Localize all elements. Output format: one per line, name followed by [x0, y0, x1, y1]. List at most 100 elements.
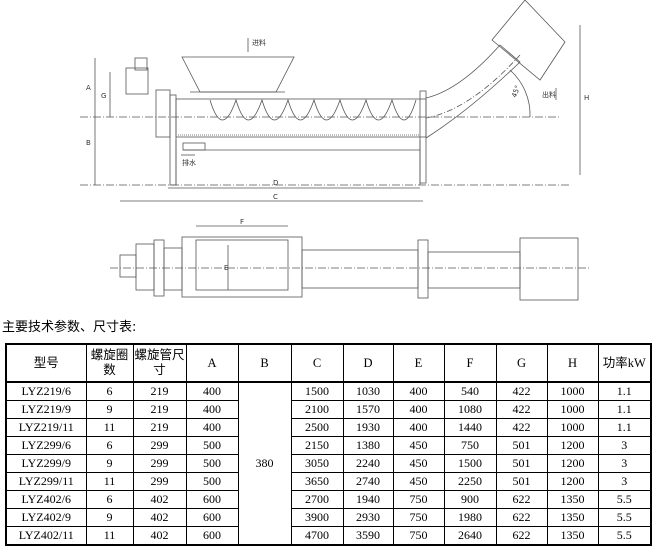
table-cell: 299 [132, 454, 187, 473]
table-cell: 400 [392, 381, 445, 401]
table-cell: 500 [185, 454, 239, 473]
table-cell: 1500 [443, 454, 497, 473]
table-cell: 1440 [443, 418, 497, 437]
table-cell: 750 [392, 526, 445, 546]
column-header: 螺旋管尺寸 [132, 343, 187, 383]
table-cell: 5.5 [597, 526, 652, 546]
table-cell: LYZ402/6 [5, 490, 87, 509]
table-cell: 2740 [342, 472, 394, 491]
table-cell: LYZ299/9 [5, 454, 87, 473]
column-header: H [546, 343, 599, 383]
dim-b-label: B [86, 139, 91, 147]
table-cell: 5.5 [597, 508, 652, 527]
table-cell: LYZ299/11 [5, 472, 87, 491]
table-cell: 1000 [546, 400, 599, 419]
table-cell: 1.1 [597, 418, 652, 437]
table-cell: 1000 [546, 381, 599, 401]
table-cell: 450 [392, 436, 445, 455]
table-cell: 4700 [290, 526, 344, 546]
table-cell: 750 [392, 490, 445, 509]
table-cell: 400 [185, 418, 239, 437]
table-cell: 299 [132, 472, 187, 491]
table-cell: 600 [185, 508, 239, 527]
table-caption: 主要技术参数、尺寸表: [2, 320, 137, 335]
b-value-cell: 380 [237, 381, 292, 546]
table-cell: 11 [85, 472, 134, 491]
table-cell: 1380 [342, 436, 394, 455]
table-cell: 3050 [290, 454, 344, 473]
table-cell: 402 [132, 490, 187, 509]
table-cell: 219 [132, 381, 187, 401]
table-cell: 1350 [546, 490, 599, 509]
table-cell: 2640 [443, 526, 497, 546]
table-cell: 500 [185, 436, 239, 455]
table-cell: 2500 [290, 418, 344, 437]
table-cell: 1930 [342, 418, 394, 437]
table-cell: 1200 [546, 472, 599, 491]
table-cell: 3590 [342, 526, 394, 546]
dim-h-label: H [584, 94, 589, 102]
table-cell: 402 [132, 508, 187, 527]
column-header: C [290, 343, 344, 383]
table-cell: 450 [392, 454, 445, 473]
table-cell: 11 [85, 526, 134, 546]
table-cell: 422 [495, 418, 548, 437]
table-cell: 1200 [546, 436, 599, 455]
table-cell: 422 [495, 400, 548, 419]
table-cell: 3 [597, 454, 652, 473]
table-cell: 1350 [546, 508, 599, 527]
table-cell: 501 [495, 472, 548, 491]
table-cell: 501 [495, 454, 548, 473]
table-cell: 750 [443, 436, 497, 455]
table-cell: 450 [392, 472, 445, 491]
table-cell: 3900 [290, 508, 344, 527]
dim-a-label: A [86, 84, 91, 92]
table-cell: 9 [85, 454, 134, 473]
table-cell: 6 [85, 436, 134, 455]
column-header: F [443, 343, 497, 383]
table-cell: 3 [597, 472, 652, 491]
table-cell: 1570 [342, 400, 394, 419]
table-cell: 1000 [546, 418, 599, 437]
drain-label: 排水 [182, 158, 196, 167]
table-cell: LYZ219/9 [5, 400, 87, 419]
feed-in-label: 进料 [252, 38, 266, 47]
table-cell: 600 [185, 490, 239, 509]
table-cell: 501 [495, 436, 548, 455]
table-cell: 6 [85, 490, 134, 509]
column-header: A [185, 343, 239, 383]
table-cell: 2100 [290, 400, 344, 419]
table-cell: 400 [392, 400, 445, 419]
top-view [110, 225, 590, 301]
table-cell: LYZ219/11 [5, 418, 87, 437]
table-cell: LYZ402/11 [5, 526, 87, 546]
table-cell: 1.1 [597, 400, 652, 419]
table-cell: 2700 [290, 490, 344, 509]
table-cell: 2240 [342, 454, 394, 473]
table-cell: 9 [85, 508, 134, 527]
dim-g-label: G [101, 92, 106, 100]
table-cell: 622 [495, 526, 548, 546]
table-cell: 400 [392, 418, 445, 437]
table-cell: 500 [185, 472, 239, 491]
table-cell: 1200 [546, 454, 599, 473]
angle-label: 45° [510, 84, 522, 98]
table-cell: 1080 [443, 400, 497, 419]
column-header: 型号 [5, 343, 87, 383]
table-cell: 422 [495, 381, 548, 401]
column-header: E [392, 343, 445, 383]
table-cell: 900 [443, 490, 497, 509]
drawing-labels: 进料 出料 排水 45° A G B D C H E F [86, 38, 589, 272]
table-cell: 1030 [342, 381, 394, 401]
table-cell: 3 [597, 436, 652, 455]
table-cell: 1.1 [597, 381, 652, 401]
screw-conveyor-drawing: 进料 出料 排水 45° A G B D C H E F [80, 0, 590, 301]
table-cell: LYZ299/6 [5, 436, 87, 455]
